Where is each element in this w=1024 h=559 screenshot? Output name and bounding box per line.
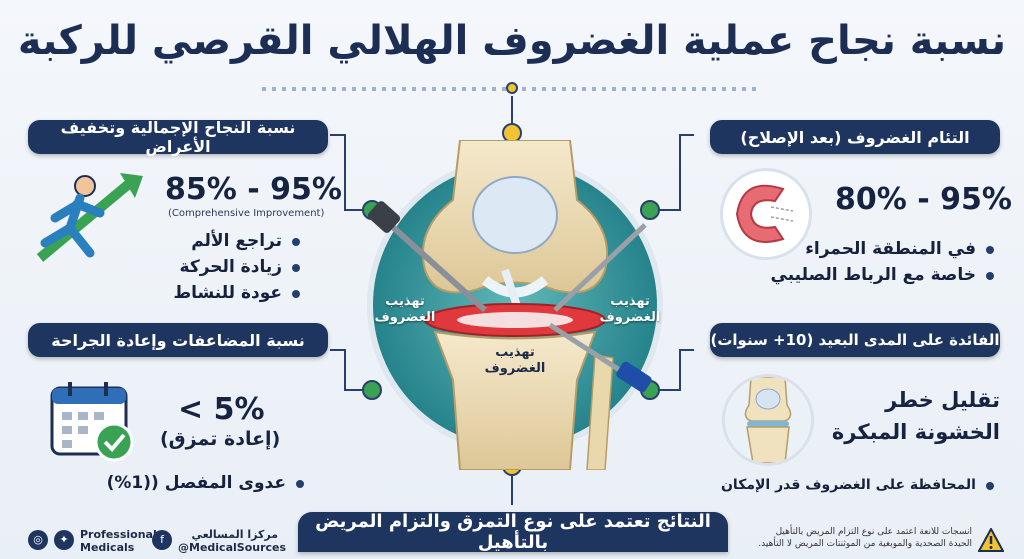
healing-value: 80% - 95%: [835, 182, 1012, 217]
overall-success-caption: (Comprehensive Improvement): [168, 208, 325, 219]
twitter-icon[interactable]: ✦: [54, 530, 74, 550]
knee-joint-icon: [722, 374, 814, 466]
knee-label-left: تهذيب الغضروف: [374, 294, 436, 325]
complications-heading: نسبة المضاعفات وإعادة الجراحة: [28, 323, 328, 357]
healing-bullets: في المنطقة الحمراء خاصة مع الرباط الصليب…: [771, 236, 995, 288]
results-banner: النتائج تعتمد على نوع التمزق والتزام الم…: [298, 511, 728, 553]
overall-success-value: 85% - 95%: [165, 172, 342, 207]
brand-name: Professional Medicals: [80, 528, 157, 554]
overall-success-heading: نسبة النجاح الإجمالية وتخفيف الأعراض: [28, 118, 328, 156]
handle-block: مركزا المسالعي @MedicalSources: [178, 528, 287, 554]
warning-icon: [978, 528, 1004, 552]
page-title: نسبة نجاح عملية الغضروف الهلالي القرصي ل…: [17, 18, 1007, 64]
list-item: في المنطقة الحمراء: [771, 236, 995, 262]
list-item: تراجع الألم: [173, 228, 300, 254]
long-term-heading: الفائدة على المدى البعيد (10+ سنوات): [710, 323, 1000, 357]
complications-sub: (إعادة تمزق): [160, 428, 281, 450]
healing-heading: التئام الغضروف (بعد الإصلاح): [710, 120, 1000, 154]
facebook-icon[interactable]: f: [152, 530, 172, 550]
list-item: المحافظة على الغضروف قدر الإمكان: [721, 472, 995, 498]
running-man-icon: [36, 173, 143, 262]
knee-label-center: تهذيب الغضروف: [484, 345, 546, 376]
complications-value: < 5%: [178, 392, 265, 427]
disclaimer-text: انسجات للانعة اعتمد على نوع التزام المري…: [758, 527, 972, 549]
list-item: عدوى المفصل ((1%): [107, 470, 305, 496]
knee-illustration: [367, 140, 663, 470]
knee-label-right: تهذيب الغضروف: [599, 294, 661, 325]
meniscus-tear-icon: [720, 168, 812, 260]
long-term-bullets: المحافظة على الغضروف قدر الإمكان: [721, 472, 995, 498]
list-item: خاصة مع الرباط الصليبي: [771, 262, 995, 288]
list-item: عودة للنشاط: [173, 280, 300, 306]
instagram-icon[interactable]: ◎: [28, 530, 48, 550]
list-item: زيادة الحركة: [173, 254, 300, 280]
overall-success-bullets: تراجع الألم زيادة الحركة عودة للنشاط: [173, 228, 300, 306]
long-term-value-line1: تقليل خطر: [885, 388, 1000, 412]
calendar-check-icon: [50, 382, 134, 462]
long-term-value-line2: الخشونة المبكرة: [831, 420, 1000, 444]
complications-bullets: عدوى المفصل ((1%): [107, 470, 305, 496]
